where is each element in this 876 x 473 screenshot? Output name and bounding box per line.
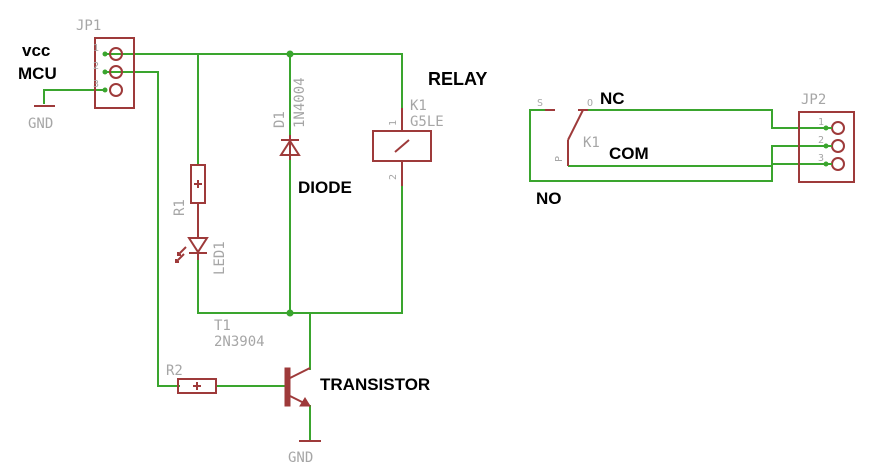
- r2-resistor: R2: [166, 363, 217, 394]
- k1-pin-number: 1: [388, 120, 399, 126]
- t1-value: 2N3904: [214, 334, 265, 350]
- relay-label: RELAY: [428, 69, 487, 89]
- jp2-pin: [831, 121, 845, 135]
- junction-dot: [102, 69, 108, 75]
- r1-name: R1: [172, 199, 188, 216]
- led1: LED1: [175, 228, 228, 275]
- junction-dot: [102, 51, 108, 57]
- k1-relay-coil: 1 2 K1 G5LE: [372, 98, 444, 186]
- jp1-pin-number: 3: [93, 79, 99, 90]
- t1-base-bar: [284, 367, 291, 407]
- jp2-pin-number: 3: [818, 153, 824, 164]
- k1-switch: S O P K1: [537, 98, 600, 166]
- jp1-pin-number: 2: [93, 61, 99, 72]
- transistor-label: TRANSISTOR: [320, 375, 430, 394]
- k1-switch-s: S: [537, 98, 543, 109]
- jp1-pin-number: 1: [93, 43, 99, 54]
- k1-switch-o: O: [587, 98, 593, 109]
- jp1-pin: [109, 47, 123, 61]
- t1-emitter-arrow: [299, 397, 311, 407]
- junction-dot: [102, 87, 108, 93]
- diode-label: DIODE: [298, 178, 352, 197]
- wire-mcu: [105, 71, 180, 387]
- wire-nc: [588, 109, 826, 129]
- gnd-bottom-label: GND: [288, 450, 313, 466]
- nc-label: NC: [600, 89, 625, 108]
- gnd-symbol-bottom: GND: [288, 440, 321, 466]
- r2-body: [177, 378, 217, 394]
- led1-triangle: [187, 237, 209, 254]
- no-label: NO: [536, 189, 562, 208]
- vcc-label: vcc: [22, 41, 50, 60]
- wire-gnd-left: [43, 89, 105, 104]
- junction-dots: [102, 50, 829, 317]
- jp1-pin: [109, 83, 123, 97]
- jp2-pin-number: 2: [818, 135, 824, 146]
- jp1-connector: JP1 1 2 3: [76, 18, 135, 109]
- wire-vcc: [105, 53, 403, 108]
- d1-value: 1N4004: [292, 77, 308, 128]
- jp1-name: JP1: [76, 18, 101, 34]
- wires: [43, 53, 826, 440]
- jp2-name: JP2: [801, 92, 826, 108]
- k1-switch-p: P: [554, 156, 565, 162]
- gnd-left-label: GND: [28, 116, 53, 132]
- mcu-label: MCU: [18, 64, 57, 83]
- jp2-pin-number: 1: [818, 117, 824, 128]
- led1-name: LED1: [212, 241, 228, 275]
- jp1-body: [94, 37, 135, 109]
- r2-name: R2: [166, 363, 183, 379]
- junction-dot: [286, 50, 294, 58]
- d1-name: D1: [272, 111, 288, 128]
- jp1-pin: [109, 65, 123, 79]
- d1-triangle: [279, 139, 301, 156]
- jp2-connector: JP2 1 2 3: [798, 92, 855, 183]
- gnd-symbol-left: GND: [28, 105, 55, 132]
- jp2-body: [798, 111, 855, 183]
- com-label: COM: [609, 144, 649, 163]
- k1-name: K1: [410, 98, 427, 114]
- k1-pin-number: 2: [388, 174, 399, 180]
- k1-value: G5LE: [410, 114, 444, 130]
- r1-resistor: R1: [172, 164, 206, 228]
- t1-transistor: T1 2N3904: [214, 318, 311, 407]
- junction-dot: [286, 309, 294, 317]
- t1-name: T1: [214, 318, 231, 334]
- jp2-pin: [831, 139, 845, 153]
- d1-diode: D1 1N4004: [272, 77, 308, 160]
- wire-no: [529, 109, 826, 182]
- wire-relay-collector: [197, 186, 403, 314]
- k1-switch-name: K1: [583, 135, 600, 151]
- jp2-pin: [831, 157, 845, 171]
